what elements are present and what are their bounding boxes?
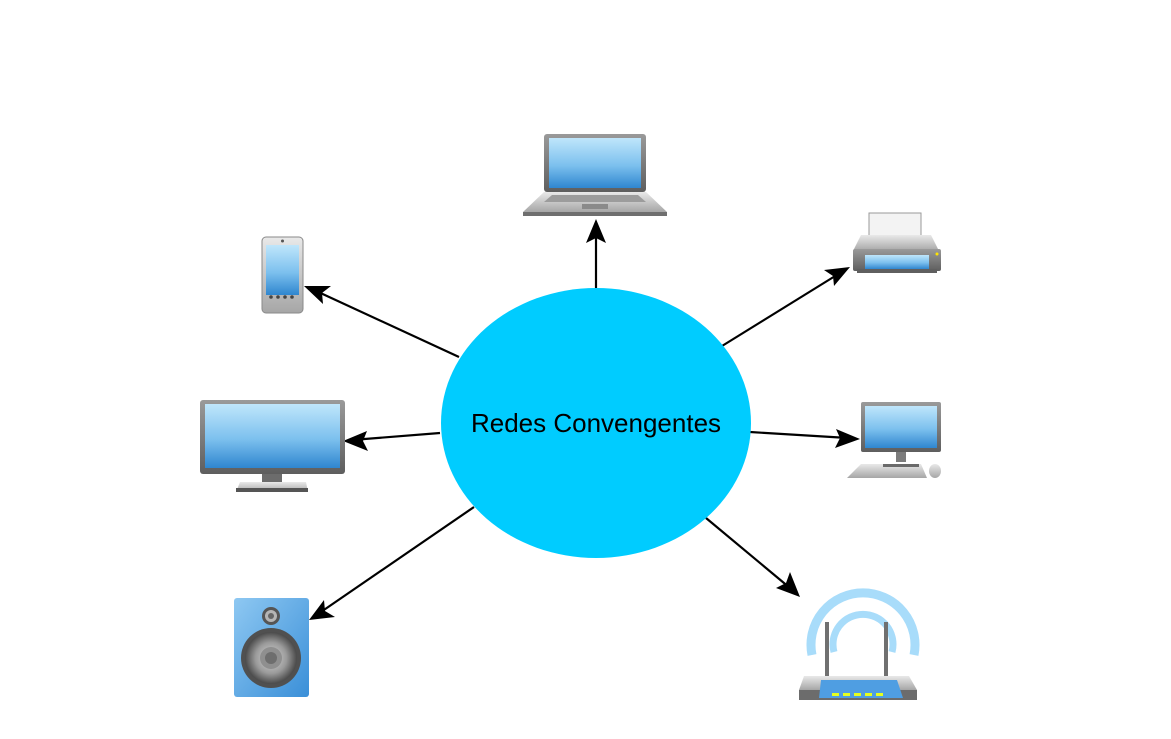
arrow-to-speaker [317, 506, 475, 615]
arrow-to-phone [313, 289, 460, 358]
desktop-computer-icon[interactable] [847, 402, 941, 478]
central-label: Redes Convengentes [471, 408, 721, 438]
printer-icon[interactable] [853, 212, 941, 273]
central-ellipse [441, 288, 751, 558]
arrow-to-printer [721, 272, 841, 347]
arrow-to-laptop-head [586, 219, 606, 243]
arrow-to-router-head [776, 572, 800, 597]
arrow-to-monitor [351, 431, 441, 442]
speaker-icon[interactable] [234, 598, 309, 697]
laptop-icon[interactable] [523, 134, 667, 216]
arrow-to-router [705, 517, 791, 589]
arrow-to-desktop-head [835, 429, 860, 448]
smartphone-icon[interactable] [261, 236, 304, 314]
connection-arrows [304, 219, 860, 620]
arrow-to-printer-head [824, 267, 850, 286]
monitor-icon[interactable] [200, 400, 345, 492]
arrow-to-desktop [749, 430, 849, 440]
central-node[interactable]: Redes Convengentes [441, 288, 751, 558]
arrow-to-speaker-head [309, 600, 335, 620]
wifi-router-icon[interactable] [799, 588, 920, 700]
arrow-to-monitor-head [343, 431, 368, 451]
arrow-to-phone-head [304, 286, 331, 304]
